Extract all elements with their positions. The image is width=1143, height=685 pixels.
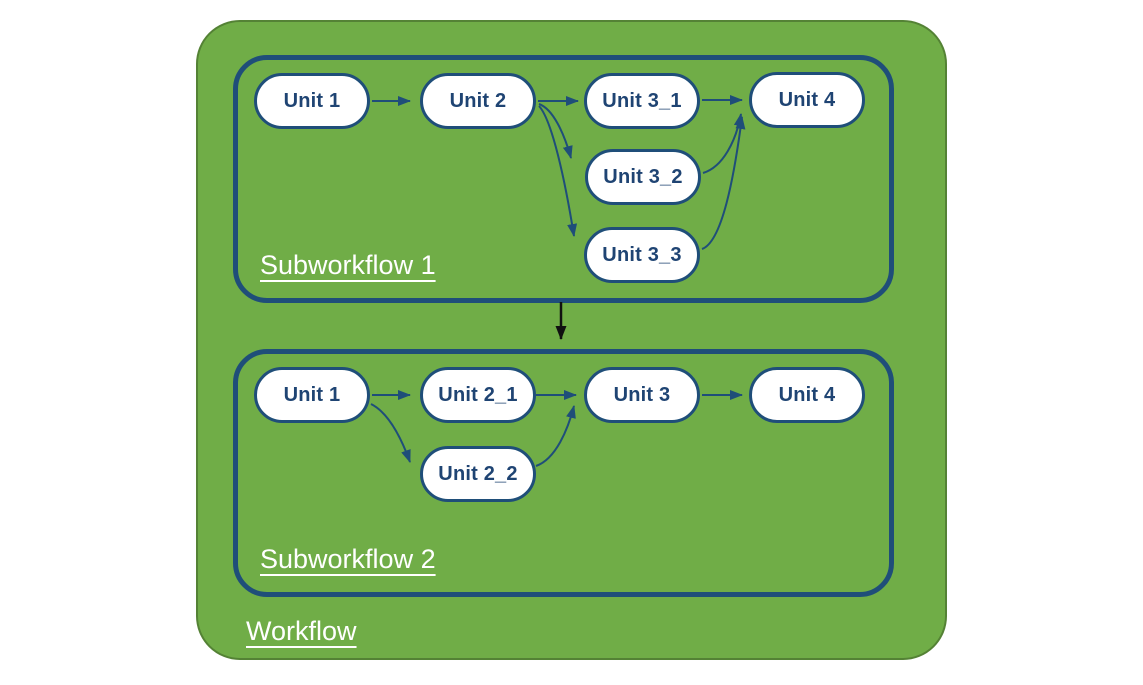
sw2-node-unit3: Unit 3	[584, 367, 700, 423]
sw2-node-unit2-1-label: Unit 2_1	[438, 383, 518, 406]
subworkflow-1-container	[233, 55, 894, 303]
subworkflow-2-label: Subworkflow 2	[260, 544, 436, 574]
sw1-node-unit3-1: Unit 3_1	[584, 73, 700, 129]
sw1-node-unit3-2: Unit 3_2	[585, 149, 701, 205]
sw1-node-unit4-label: Unit 4	[778, 88, 836, 111]
sw2-node-unit4-label: Unit 4	[778, 383, 836, 406]
sw1-node-unit1-label: Unit 1	[283, 89, 341, 112]
subworkflow-1-label: Subworkflow 1	[260, 250, 436, 280]
sw1-node-unit2-label: Unit 2	[449, 89, 507, 112]
sw1-node-unit3-3: Unit 3_3	[584, 227, 700, 283]
sw2-node-unit3-label: Unit 3	[613, 383, 671, 406]
sw2-node-unit4: Unit 4	[749, 367, 865, 423]
subworkflow-2-container	[233, 349, 894, 597]
sw2-node-unit2-2: Unit 2_2	[420, 446, 536, 502]
sw2-node-unit1-label: Unit 1	[283, 383, 341, 406]
sw2-node-unit2-2-label: Unit 2_2	[438, 462, 518, 485]
sw1-node-unit1: Unit 1	[254, 73, 370, 129]
sw2-node-unit2-1: Unit 2_1	[420, 367, 536, 423]
sw1-node-unit3-1-label: Unit 3_1	[602, 89, 682, 112]
sw1-node-unit3-2-label: Unit 3_2	[603, 165, 683, 188]
sw2-node-unit1: Unit 1	[254, 367, 370, 423]
sw1-node-unit2: Unit 2	[420, 73, 536, 129]
sw1-node-unit4: Unit 4	[749, 72, 865, 128]
workflow-label: Workflow	[246, 616, 357, 646]
sw1-node-unit3-3-label: Unit 3_3	[602, 243, 682, 266]
